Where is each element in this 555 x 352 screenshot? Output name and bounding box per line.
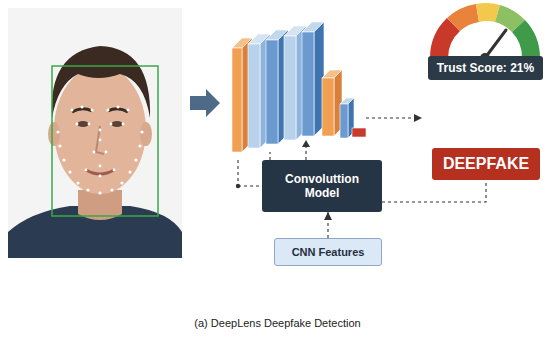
score-panel: Trust Score: 21% — [428, 56, 543, 80]
node-label: Trust Score: 21% — [437, 61, 534, 75]
node-label: DEEPFAKE — [443, 155, 529, 173]
model-box: Convoluttion Model — [262, 160, 382, 212]
node-label: Convoluttion Model — [270, 172, 374, 200]
trust-gauge — [430, 3, 540, 63]
flow-arrow — [190, 89, 220, 117]
face-photo — [8, 8, 182, 258]
connector — [382, 180, 486, 202]
connector — [324, 212, 332, 238]
figure-caption: (a) DeepLens Deepfake Detection — [0, 317, 555, 329]
cnn-layers — [232, 22, 366, 152]
node-label: CNN Features — [292, 246, 365, 258]
result-box: DEEPFAKE — [432, 148, 540, 180]
feature-box: CNN Features — [274, 238, 382, 266]
